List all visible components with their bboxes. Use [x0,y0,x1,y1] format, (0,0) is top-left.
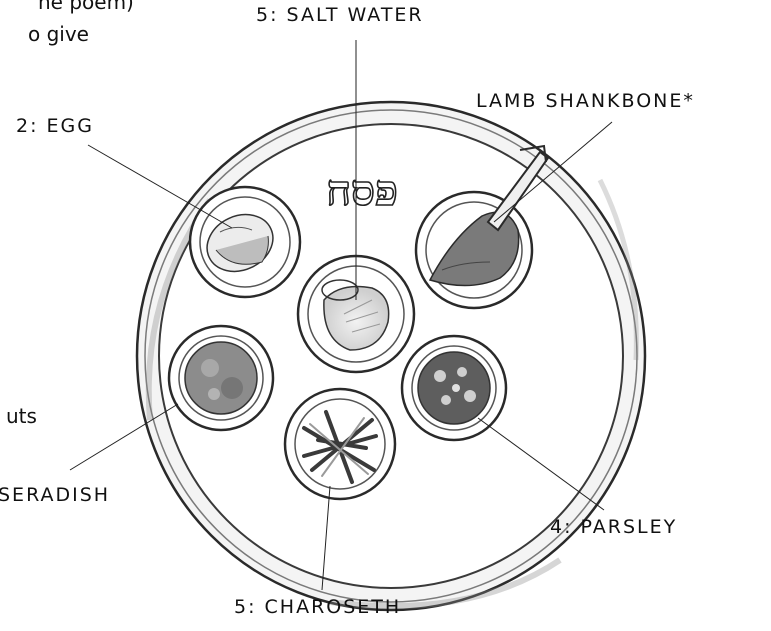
parsley-bowl [402,336,506,440]
text-fragment-1: he poem) [38,0,134,14]
lamb-shankbone-label: LAMB SHANKBONE* [476,90,695,112]
parsley-label: 4: PARSLEY [550,516,677,538]
horseradish-label: SERADISH [0,484,110,506]
plate-title: פסח [326,166,398,215]
text-fragment-3: uts [6,404,37,428]
egg-label: 2: EGG [16,115,94,137]
salt-water-label: 5: SALT WATER [256,4,424,26]
charoseth-label: 5: CHAROSETH [234,596,401,618]
charoseth-bowl [285,389,395,499]
horseradish-bowl [169,326,273,430]
text-fragment-2: o give [28,22,89,46]
egg-bowl [190,187,300,297]
